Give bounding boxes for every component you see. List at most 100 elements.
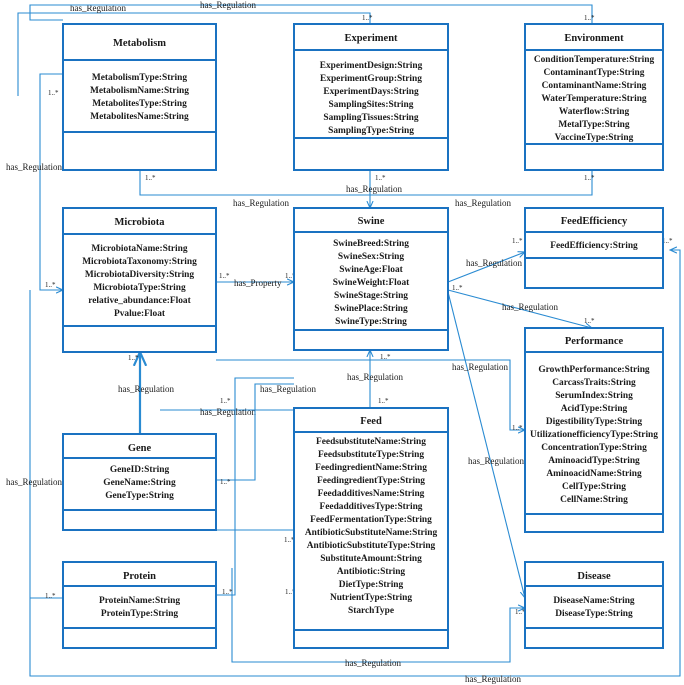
class-attribute: AntibioticSubstituteType:String [307,541,436,551]
mult-label: 1..* [515,608,526,616]
class-attribute: FeedFermentationType:String [310,515,432,525]
class-attribute: AcidType:String [561,404,628,414]
class-title: Metabolism [113,38,166,49]
class-attribute: SerumIndex:String [555,391,633,401]
class-attribute: Pvalue:Float [114,309,166,319]
class-attribute: MicrobiotaName:String [91,244,187,254]
attributes: FeedsubstituteName:StringFeedsubstituteT… [305,437,438,616]
class-environment: Environment ConditionTemperature:StringC… [524,23,664,171]
edge-label-experiment-swine: has_Regulation [346,184,402,194]
edge-bottom-2 [29,250,681,677]
class-attribute: SwinePlace:String [334,304,408,314]
mult-label: 1..* [220,397,231,405]
class-attribute: SubstituteAmount:String [320,554,422,564]
class-attribute: ContaminantName:String [542,81,647,91]
mult-label: 1..* [584,174,595,182]
class-attribute: WaterTemperature:String [541,94,646,104]
class-attribute: MicrobiotaType:String [93,283,186,293]
class-attribute: FeedingredientType:String [317,476,425,486]
mult-label: 1..* [222,588,233,596]
class-metabolism: Metabolism MetabolismType:StringMetaboli… [62,23,217,171]
class-attribute: DiseaseType:String [555,609,633,619]
mult-label: 1..* [584,317,595,325]
class-attribute: relative_abundance:Float [88,296,191,306]
class-attribute: SwineBreed:String [333,239,409,249]
mult-label: 1..* [362,14,373,22]
edge-label-feed-microbiota: has_Regulation [200,407,256,417]
class-attribute: GeneType:String [105,491,174,501]
class-attribute: GrowthPerformance:String [538,365,650,375]
class-attribute: AntibioticSubstituteName:String [305,528,438,538]
class-attribute: UtilizationefficiencyType:String [530,430,658,440]
edge-bottom-1 [231,568,525,663]
class-attribute: MicrobiotaTaxonomy:String [82,257,197,267]
class-protein: Protein ProteinName:StringProteinType:St… [62,561,217,649]
attributes: MicrobiotaName:StringMicrobiotaTaxonomy:… [82,244,197,319]
class-attribute: Antibiotic:String [337,567,406,577]
class-attribute: SwineAge:Float [339,265,403,275]
edge-label-environment-swine: has_Regulation [455,198,511,208]
multiplicity-labels: 1..* 1..* 1..* 1..* 1..* 1..* 1..* 1..* … [45,14,673,616]
edge-swine-disease [447,291,525,598]
class-attribute: SamplingType:String [328,126,414,136]
class-attribute: StarchType [348,606,394,616]
class-attribute: FeedadditivesName:String [318,489,425,499]
class-attribute: FeedEfficiency:String [550,241,638,251]
attributes: MetabolismType:StringMetabolismName:Stri… [90,73,189,122]
class-title: Environment [564,33,624,44]
edge-label-swine-disease: has_Regulation [468,456,524,466]
class-disease: Disease DiseaseName:StringDiseaseType:St… [524,561,664,649]
class-attribute: FeedadditivesType:String [320,502,423,512]
class-attribute: SwineStage:String [334,291,408,301]
class-attribute: MicrobiotaDiversity:String [85,270,194,280]
class-attribute: DietType:String [339,580,404,590]
mult-label: 1..* [375,174,386,182]
class-title: Performance [565,336,624,347]
class-attribute: SwineType:String [335,317,407,327]
mult-label: 1..* [45,592,56,600]
class-feedefficiency: FeedEfficiency FeedEfficiency:String [524,207,664,289]
class-title: Experiment [344,33,398,44]
class-attribute: SwineWeight:Float [333,278,410,288]
mult-label: 1..* [128,354,139,362]
class-attribute: SamplingSites:String [329,100,414,110]
class-attribute: ExperimentDesign:String [320,61,423,71]
attributes: FeedEfficiency:String [550,241,638,251]
class-attribute: FeedsubstituteType:String [318,450,424,460]
edges: has_Regulation has_Regulation has_Regula… [6,0,681,684]
mult-label: 1..* [512,424,523,432]
edge-label-left-1: has_Regulation [6,162,62,172]
edge-label-property: has_Property [234,278,282,288]
class-title: Disease [577,571,611,582]
edge-label-top-loop: has_Regulation [70,3,126,13]
edge-top-env [29,4,593,24]
class-attribute: ContaminantType:String [544,68,645,78]
attributes: ConditionTemperature:StringContaminantTy… [534,55,655,143]
class-attribute: CellType:String [562,482,626,492]
edge-feed-performance [216,359,525,430]
edge-label-bottom-2: has_Regulation [465,674,521,684]
class-attribute: SamplingTissues:String [323,113,418,123]
edge-swine-performance [447,289,592,328]
mult-label: 1..* [145,174,156,182]
class-title: Swine [358,216,385,227]
attributes: GrowthPerformance:StringCarcassTraits:St… [530,365,658,505]
edge-label-left-2: has_Regulation [6,477,62,487]
edge-label-bottom-1: has_Regulation [345,658,401,668]
edge-label-top-env: has_Regulation [200,0,256,10]
class-attribute: ExperimentDays:String [323,87,419,97]
class-gene: Gene GeneID:StringGeneName:StringGeneTyp… [62,433,217,531]
class-attribute: CellName:String [560,495,628,505]
mult-label: 1..* [220,478,231,486]
class-title: Gene [128,443,152,454]
edge-top-loop [17,12,371,96]
class-attribute: AminoacidName:String [546,469,642,479]
class-title: FeedEfficiency [561,216,628,227]
mult-label: 1..* [512,237,523,245]
class-attribute: MetabolismType:String [92,73,187,83]
class-feed: Feed FeedsubstituteName:StringFeedsubsti… [293,407,449,649]
class-title: Microbiota [115,217,166,228]
class-attribute: ProteinName:String [99,596,180,606]
